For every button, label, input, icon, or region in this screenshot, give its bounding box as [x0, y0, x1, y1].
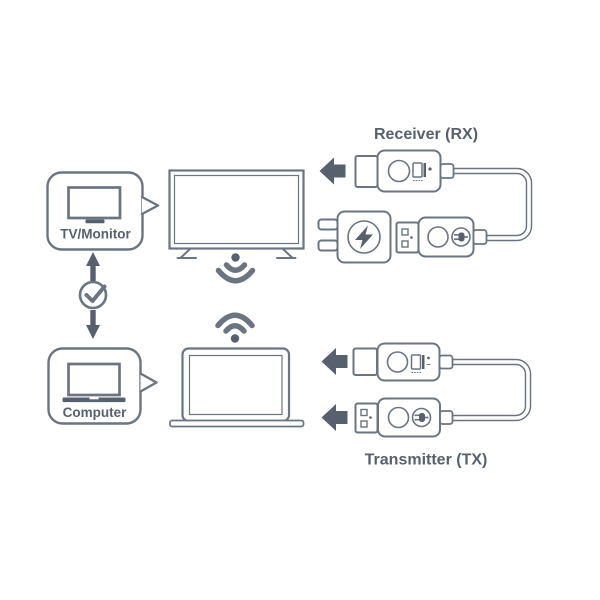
laptop-base — [169, 419, 305, 428]
hdmi-connector — [352, 347, 378, 376]
left-arrow-icon — [321, 348, 348, 375]
usb-connector — [354, 402, 379, 434]
pair-button — [387, 159, 411, 183]
receiver-hdmi-dongle — [354, 149, 455, 193]
down-arrow-icon — [86, 310, 100, 339]
pair-button — [386, 351, 409, 373]
tv-frame — [168, 169, 305, 250]
transmitter-usb-dongle — [354, 397, 454, 438]
cable-port — [472, 229, 488, 245]
laptop-screen-frame — [181, 347, 291, 423]
check-circle-icon — [78, 280, 108, 310]
tv-illustration — [168, 169, 305, 259]
left-arrow-icon — [321, 404, 348, 431]
wifi-down-icon — [215, 253, 256, 284]
transmitter-section: Transmitter (TX) — [321, 342, 532, 469]
transmitter-label: Transmitter (TX) — [365, 452, 488, 469]
display-out-icon — [412, 162, 432, 181]
transmitter-cable — [452, 358, 532, 422]
computer-label: Computer — [63, 405, 127, 420]
wifi-up-icon — [215, 312, 255, 343]
lightning-bolt-icon — [355, 225, 373, 249]
sync-indicator — [78, 252, 108, 339]
tv-legs — [176, 248, 297, 259]
usb-connector — [395, 221, 420, 254]
receiver-label: Receiver (RX) — [374, 126, 478, 143]
laptop-icon — [62, 362, 126, 403]
pair-button — [427, 226, 449, 248]
bubble-pointer — [139, 372, 158, 393]
tv-monitor-label: TV/Monitor — [60, 227, 131, 242]
bubble-pointer — [140, 195, 160, 216]
cable-port — [439, 410, 454, 425]
laptop-illustration — [169, 347, 305, 428]
hdmi-connector — [354, 155, 379, 188]
plug-prong — [317, 239, 339, 252]
laptop-screen — [188, 354, 283, 416]
display-out-icon — [410, 354, 431, 373]
plug-prong — [317, 218, 339, 231]
receiver-cable — [453, 167, 533, 242]
monitor-icon — [67, 186, 122, 224]
left-arrow-icon — [319, 157, 346, 185]
pair-button — [387, 406, 410, 429]
cable-port — [438, 354, 454, 370]
receiver-section: Receiver (RX) — [317, 126, 533, 264]
transmitter-hdmi-dongle — [352, 342, 454, 382]
up-arrow-icon — [86, 252, 100, 281]
receiver-usb-dongle — [395, 216, 488, 258]
power-plug-icon — [411, 407, 432, 428]
cable-port — [439, 163, 455, 179]
bolt-badge — [347, 220, 381, 254]
tv-screen — [173, 174, 300, 245]
power-plug-icon — [451, 227, 471, 247]
computer-bubble: Computer — [47, 347, 158, 425]
tv-monitor-bubble: TV/Monitor — [46, 171, 160, 251]
power-adapter — [317, 210, 392, 264]
